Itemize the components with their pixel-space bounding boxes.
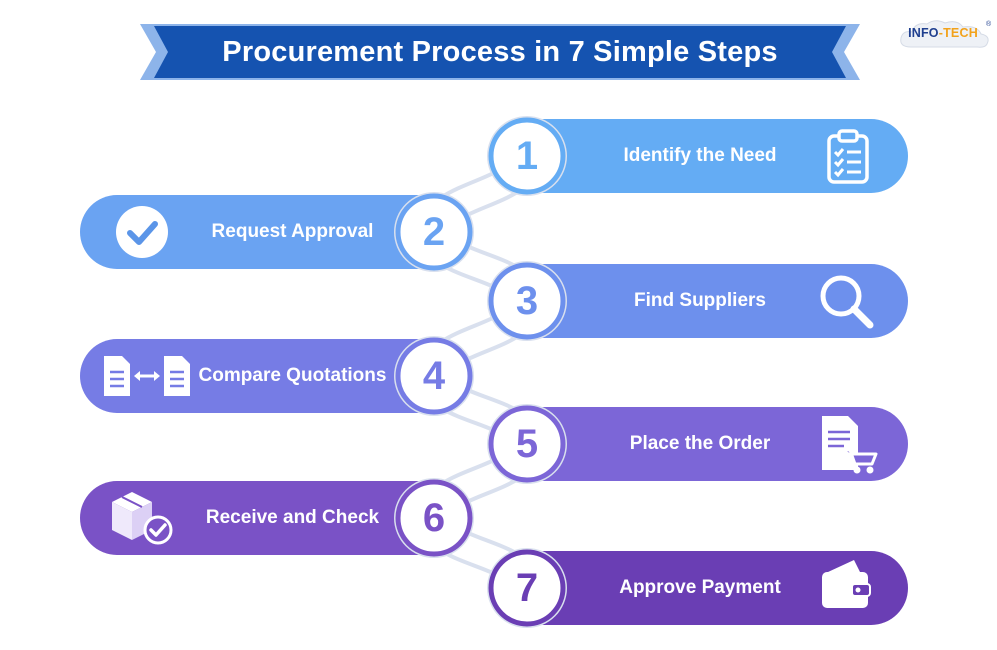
step-7-label: Approve Payment — [619, 577, 781, 598]
step-3-label: Find Suppliers — [634, 290, 766, 311]
step-4-number: 4 — [422, 354, 446, 398]
step-3-ring — [487, 261, 567, 341]
step-6-label: Receive and Check — [205, 507, 380, 528]
check-circle-icon — [114, 204, 170, 265]
box-check-icon — [108, 488, 178, 553]
brand-logo: INFO-TECH ® — [897, 17, 993, 53]
step-1-pill — [527, 119, 908, 193]
clipboard-checklist-icon — [823, 128, 873, 191]
step-3-number: 3 — [515, 279, 539, 323]
step-6-ring — [394, 478, 474, 558]
step-2-number: 2 — [422, 210, 446, 254]
step-7-pill — [527, 551, 908, 625]
step-5-number: 5 — [515, 422, 539, 466]
step-4-ring — [394, 336, 474, 416]
page-title: Procurement Process in 7 Simple Steps — [222, 35, 778, 68]
step-2-ring — [394, 192, 474, 272]
step-4-label: Compare Quotations — [198, 365, 387, 386]
step-7-ring — [487, 548, 567, 628]
magnifier-icon — [818, 273, 876, 336]
step-5-pill — [527, 407, 908, 481]
logo-part-info: INFO — [908, 26, 939, 40]
step-6-number: 6 — [422, 496, 446, 540]
step-1-label: Identify the Need — [623, 145, 777, 166]
step-3-pill — [527, 264, 908, 338]
logo-wordmark: INFO-TECH — [897, 26, 989, 40]
order-cart-icon — [818, 414, 878, 481]
step-1-number: 1 — [515, 134, 539, 178]
registered-mark: ® — [986, 21, 992, 28]
step-5-ring — [487, 404, 567, 484]
step-2-pill — [80, 195, 434, 269]
logo-part-tech: -TECH — [938, 26, 978, 40]
title-banner: Procurement Process in 7 Simple Steps — [140, 24, 860, 80]
step-5-label: Place the Order — [629, 433, 771, 454]
step-2-label: Request Approval — [211, 221, 374, 242]
banner-ribbon — [140, 24, 860, 80]
compare-documents-icon — [100, 352, 194, 405]
cloud-icon — [900, 20, 989, 48]
step-1-ring — [487, 116, 567, 196]
step-7-number: 7 — [515, 566, 539, 610]
wallet-icon — [818, 558, 874, 617]
